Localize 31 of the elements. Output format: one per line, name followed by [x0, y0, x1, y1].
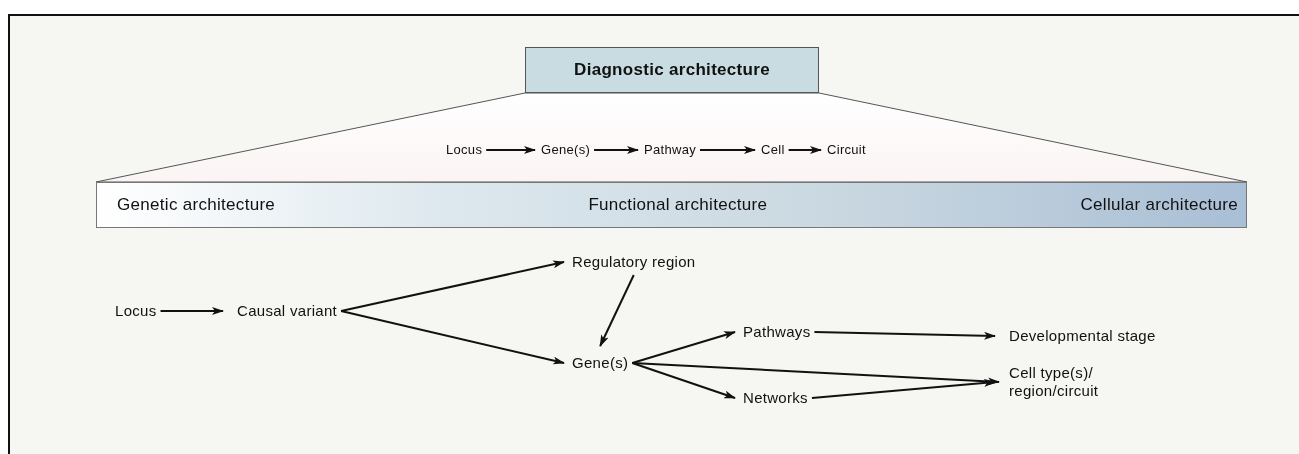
- flow-step-label: Networks: [743, 389, 808, 407]
- arrow: [810, 378, 996, 399]
- arrow: [159, 307, 224, 315]
- flow-step-label: Locus: [446, 142, 483, 158]
- flow-step-label: Circuit: [827, 142, 866, 158]
- arrow: [631, 362, 736, 399]
- title-box: Diagnostic architecture: [525, 47, 819, 93]
- flow-step-label: Gene(s): [541, 142, 591, 158]
- arrow: [593, 146, 639, 154]
- flow-step-label: Pathway: [644, 142, 696, 158]
- arrow: [631, 331, 736, 364]
- band-label: Functional architecture: [588, 195, 768, 215]
- flow-step-label: Causal variant: [237, 302, 338, 320]
- arrow: [340, 260, 565, 312]
- flow-step-label: Gene(s): [572, 354, 629, 372]
- arrow: [599, 274, 635, 347]
- flow-step-label: Developmental stage: [1009, 327, 1156, 345]
- flow-step-label: Cell: [761, 142, 785, 158]
- arrow: [698, 146, 756, 154]
- architecture-band: [96, 182, 1247, 228]
- arrow: [787, 146, 822, 154]
- arrow: [631, 362, 1000, 386]
- flow-step-label: Cell type(s)/ region/circuit: [1009, 364, 1129, 400]
- flow-step-label: Regulatory region: [572, 253, 696, 271]
- arrow: [340, 310, 565, 365]
- band-label: Genetic architecture: [117, 195, 276, 215]
- flow-step-label: Locus: [115, 302, 157, 320]
- arrow: [813, 331, 996, 340]
- flow-step-label: Pathways: [743, 323, 811, 341]
- arrow: [485, 146, 536, 154]
- band-label: Cellular architecture: [1080, 195, 1238, 215]
